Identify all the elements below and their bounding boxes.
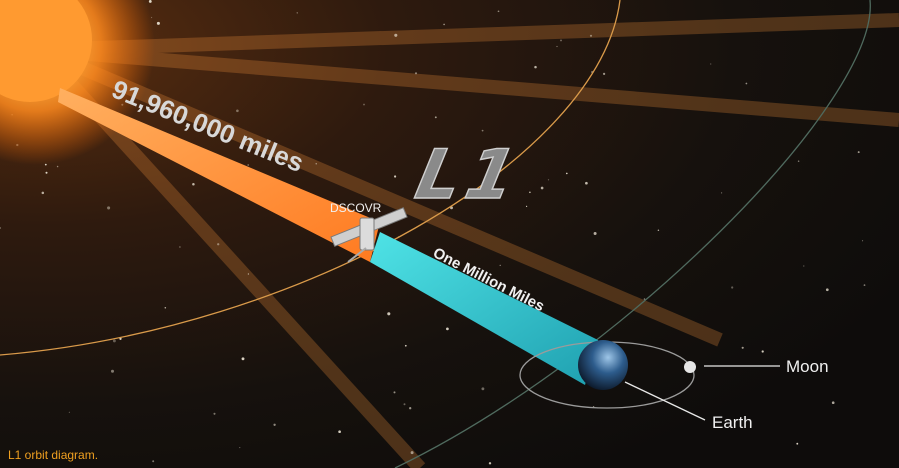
star bbox=[68, 411, 70, 413]
star bbox=[404, 344, 407, 347]
star bbox=[497, 10, 500, 13]
star bbox=[434, 116, 437, 119]
star bbox=[56, 165, 59, 168]
star bbox=[164, 306, 167, 309]
star bbox=[0, 227, 2, 229]
star bbox=[540, 186, 544, 190]
star bbox=[152, 460, 155, 463]
svg-text:L1: L1 bbox=[409, 136, 528, 215]
star bbox=[761, 350, 764, 353]
star bbox=[414, 72, 418, 75]
star bbox=[156, 21, 160, 25]
star bbox=[710, 63, 712, 65]
star bbox=[825, 288, 829, 292]
sun-to-l1-beam bbox=[58, 88, 380, 262]
sun bbox=[0, 0, 92, 102]
star bbox=[387, 312, 391, 316]
star bbox=[643, 298, 646, 300]
star bbox=[394, 175, 397, 178]
star bbox=[593, 232, 597, 235]
sun-orbit bbox=[0, 0, 621, 356]
starfield bbox=[0, 0, 866, 465]
star bbox=[247, 273, 250, 275]
l1-point-marker: L1 bbox=[409, 135, 530, 216]
star bbox=[796, 442, 799, 445]
star bbox=[745, 82, 748, 85]
star bbox=[429, 193, 431, 195]
earth bbox=[578, 340, 628, 390]
spacecraft-label: DSCOVR bbox=[330, 201, 382, 215]
star bbox=[863, 284, 866, 286]
star bbox=[499, 264, 501, 267]
star bbox=[239, 447, 241, 449]
star bbox=[403, 403, 406, 406]
star bbox=[111, 369, 114, 373]
star bbox=[409, 407, 412, 410]
star bbox=[179, 246, 181, 248]
earth-leader-line bbox=[624, 381, 706, 421]
l1-to-earth-beam bbox=[370, 232, 598, 385]
star bbox=[45, 171, 48, 174]
earth-label: Earth bbox=[712, 413, 753, 432]
star bbox=[338, 430, 341, 434]
star bbox=[394, 33, 398, 37]
earth-orbit-path bbox=[394, 0, 871, 468]
star bbox=[721, 192, 723, 194]
star bbox=[213, 412, 216, 415]
star bbox=[491, 153, 493, 156]
star bbox=[589, 34, 593, 37]
star bbox=[602, 72, 606, 76]
star bbox=[481, 387, 485, 391]
star bbox=[547, 179, 550, 181]
figure-caption: L1 orbit diagram. bbox=[8, 448, 99, 462]
star bbox=[481, 129, 484, 132]
star bbox=[831, 401, 835, 405]
star bbox=[410, 451, 414, 455]
star bbox=[446, 327, 449, 331]
star bbox=[526, 205, 528, 207]
star bbox=[363, 103, 365, 106]
moon-label: Moon bbox=[786, 357, 829, 376]
star bbox=[393, 391, 396, 394]
star bbox=[731, 286, 734, 289]
star bbox=[560, 39, 562, 42]
star bbox=[41, 191, 45, 195]
star bbox=[443, 23, 445, 26]
star bbox=[148, 0, 152, 3]
star bbox=[529, 191, 531, 194]
star bbox=[217, 243, 220, 246]
star bbox=[247, 164, 250, 166]
star bbox=[112, 339, 116, 343]
star bbox=[862, 240, 864, 242]
star bbox=[565, 172, 568, 175]
star bbox=[857, 151, 860, 154]
star bbox=[236, 109, 239, 113]
star bbox=[741, 346, 744, 349]
star bbox=[488, 462, 492, 465]
dscovr-spacecraft bbox=[330, 207, 408, 263]
star bbox=[474, 196, 476, 198]
star bbox=[534, 65, 537, 69]
star bbox=[241, 357, 245, 361]
star bbox=[315, 163, 317, 165]
star bbox=[797, 160, 800, 162]
moon bbox=[684, 361, 696, 373]
star bbox=[556, 45, 558, 48]
star bbox=[107, 206, 111, 210]
star bbox=[273, 423, 276, 426]
star bbox=[192, 182, 195, 186]
star bbox=[803, 265, 805, 267]
star bbox=[657, 229, 660, 232]
star bbox=[585, 181, 588, 185]
star bbox=[296, 12, 298, 14]
